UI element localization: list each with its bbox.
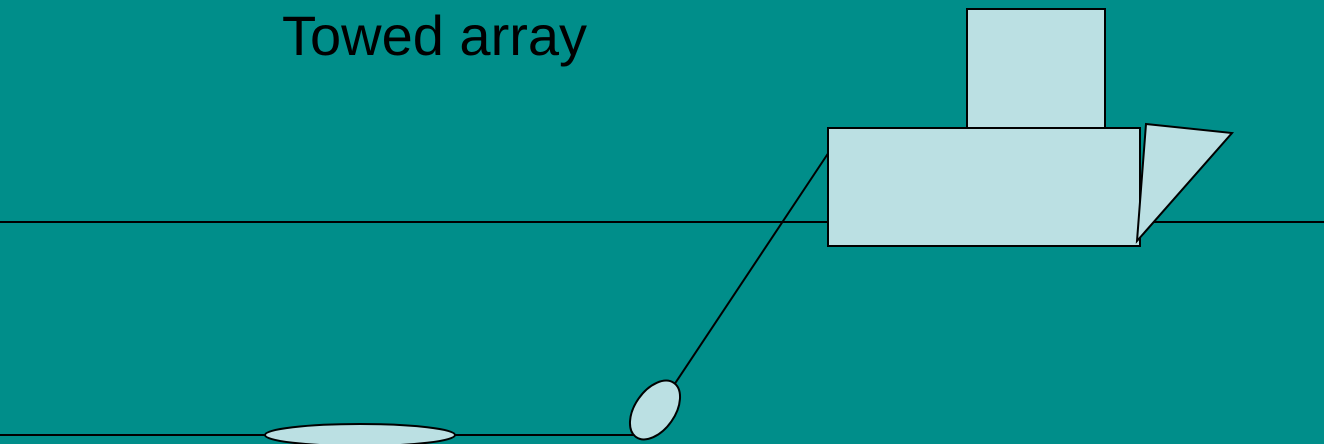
- ship-bow: [1135, 122, 1235, 244]
- sensor-array: [264, 423, 456, 444]
- tow-cable: [673, 151, 830, 386]
- slide-caption: Towed array: [282, 4, 588, 67]
- tow-body: [628, 379, 682, 441]
- ship-superstructure: [966, 8, 1106, 129]
- ship-hull: [827, 127, 1141, 247]
